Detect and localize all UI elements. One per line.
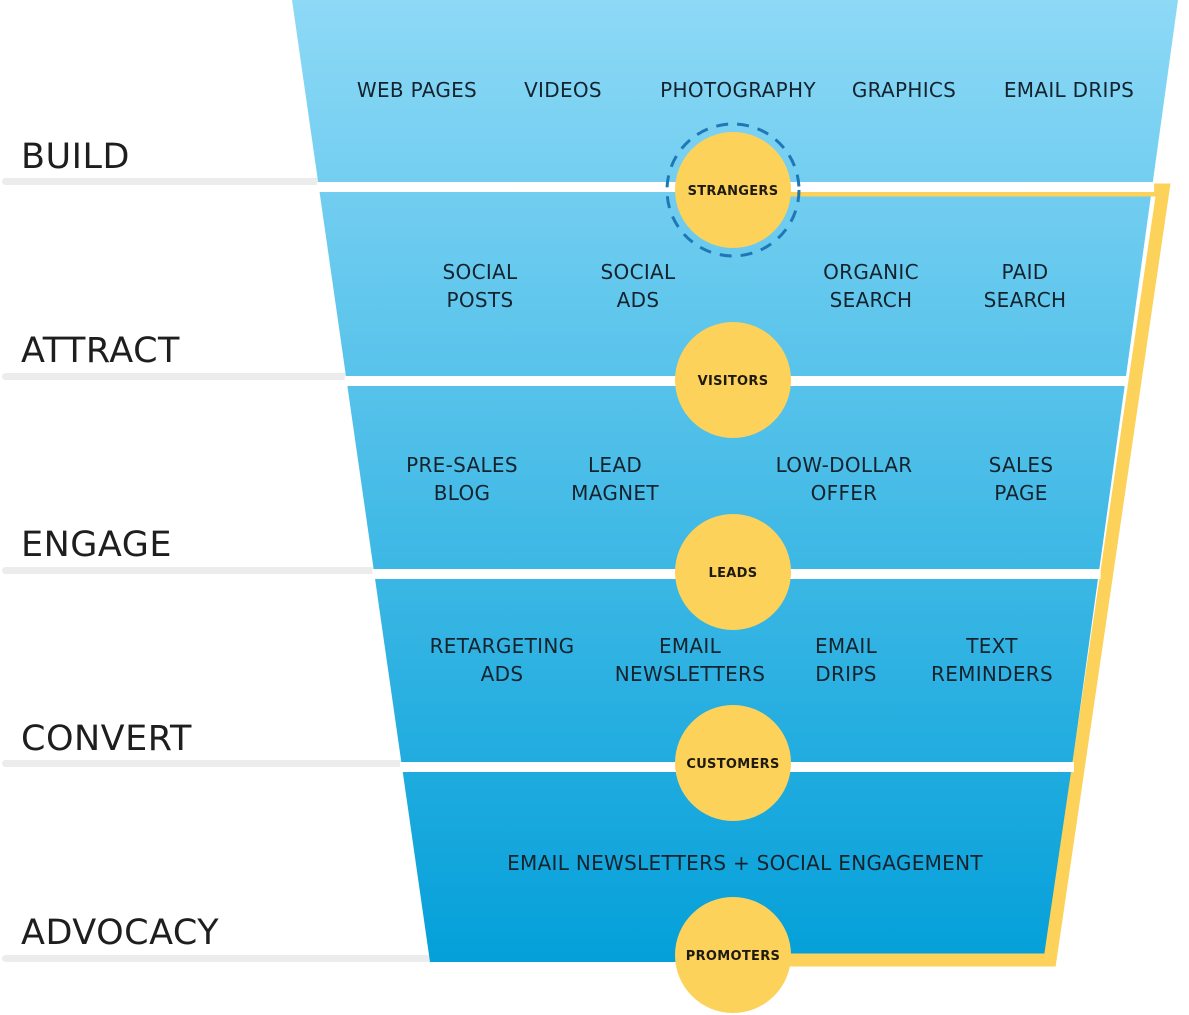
tactic-text: ORGANIC — [823, 260, 919, 284]
tactic-text: EMAIL — [659, 634, 722, 658]
tactic-item: EMAIL DRIPS — [1004, 78, 1134, 102]
tactic-item: LOW-DOLLAR OFFER — [776, 453, 913, 505]
tactic-item: WEB PAGES — [357, 78, 477, 102]
tactics: WEB PAGES VIDEOS PHOTOGRAPHY GRAPHICS EMAIL … — [357, 78, 1134, 875]
tactic-text: PHOTOGRAPHY — [660, 78, 816, 102]
tactic-text: EMAIL — [815, 634, 878, 658]
tactic-text: SALES — [989, 453, 1054, 477]
tactic-text: RETARGETING — [430, 634, 575, 658]
tactic-text: EMAIL NEWSLETTERS + SOCIAL ENGAGEMENT — [507, 851, 983, 875]
tactic-text: PAGE — [994, 481, 1047, 505]
tactic-text: BLOG — [434, 481, 491, 505]
tactic-text: OFFER — [811, 481, 878, 505]
circle-shape — [675, 897, 791, 1013]
tactic-text: DRIPS — [815, 662, 876, 686]
tactic-item: PAID SEARCH — [984, 260, 1067, 312]
audience-circle-leads: LEADS — [675, 514, 791, 630]
tactic-text: POSTS — [447, 288, 514, 312]
tactic-text: LEAD — [588, 453, 642, 477]
tactic-text: SOCIAL — [443, 260, 518, 284]
tactic-item: ORGANIC SEARCH — [823, 260, 919, 312]
audience-label: VISITORS — [698, 374, 769, 389]
audience-circle-customers: CUSTOMERS — [675, 705, 791, 821]
tactic-item: PRE-SALES BLOG — [406, 453, 518, 505]
funnel-body — [292, 0, 1178, 962]
tactic-text: ADS — [481, 662, 524, 686]
tactic-item: EMAIL NEWSLETTERS + SOCIAL ENGAGEMENT — [507, 851, 983, 875]
tactic-text: VIDEOS — [524, 78, 602, 102]
stage-label-convert: CONVERT — [21, 719, 192, 759]
dashed-ring — [665, 122, 801, 258]
tactic-text: SOCIAL — [601, 260, 676, 284]
stage-underline — [2, 760, 512, 767]
funnel — [292, 0, 1178, 962]
circle-shape — [675, 705, 791, 821]
tactic-item: EMAIL DRIPS — [815, 634, 878, 686]
tactic-item: SALES PAGE — [989, 453, 1054, 505]
audience-label: LEADS — [709, 566, 758, 581]
tactic-item: SOCIAL POSTS — [443, 260, 518, 312]
stage-label-engage: ENGAGE — [21, 525, 172, 565]
tactic-text: EMAIL DRIPS — [1004, 78, 1134, 102]
tactic-item: SOCIAL ADS — [601, 260, 676, 312]
stage-underline — [2, 373, 456, 380]
tactic-text: REMINDERS — [931, 662, 1053, 686]
tactic-item: VIDEOS — [524, 78, 602, 102]
tactic-text: WEB PAGES — [357, 78, 477, 102]
stage-label-build: BUILD — [21, 137, 130, 177]
stage-label-attract: ATTRACT — [21, 331, 180, 371]
stage-label-advocacy: ADVOCACY — [21, 913, 219, 953]
circle-shape — [675, 514, 791, 630]
audience-circle-promoters: PROMOTERS — [675, 897, 791, 1013]
tactic-text: SEARCH — [830, 288, 913, 312]
tactic-item: GRAPHICS — [852, 78, 956, 102]
tactic-text: ADS — [617, 288, 660, 312]
tactic-item: TEXT REMINDERS — [931, 634, 1053, 686]
audience-label: STRANGERS — [688, 184, 779, 199]
audience-circle-strangers: STRANGERS — [665, 122, 801, 258]
tactic-text: LOW-DOLLAR — [776, 453, 913, 477]
circle-shape — [675, 132, 791, 248]
tactic-text: MAGNET — [571, 481, 659, 505]
tactic-text: TEXT — [965, 634, 1018, 658]
stage-underline — [2, 567, 484, 574]
tactic-text: GRAPHICS — [852, 78, 956, 102]
tactic-text: NEWSLETTERS — [615, 662, 765, 686]
tactic-item: LEAD MAGNET — [571, 453, 659, 505]
audience-circles: STRANGERS VISITORS LEADS CUSTOMERS PROMOTERS — [665, 122, 801, 1013]
audience-label: PROMOTERS — [686, 949, 780, 964]
tactic-text: PAID — [1002, 260, 1049, 284]
circle-shape — [675, 322, 791, 438]
tactic-item: PHOTOGRAPHY — [660, 78, 816, 102]
stage-labels: BUILD ATTRACT ENGAGE CONVERT ADVOCACY — [21, 137, 219, 953]
audience-circle-visitors: VISITORS — [675, 322, 791, 438]
audience-label: CUSTOMERS — [686, 757, 779, 772]
stage-underline — [2, 955, 540, 962]
tactic-text: PRE-SALES — [406, 453, 518, 477]
stage-label-underlines — [2, 178, 540, 962]
tactic-item: EMAIL NEWSLETTERS — [615, 634, 765, 686]
tactic-item: RETARGETING ADS — [430, 634, 575, 686]
tactic-text: SEARCH — [984, 288, 1067, 312]
